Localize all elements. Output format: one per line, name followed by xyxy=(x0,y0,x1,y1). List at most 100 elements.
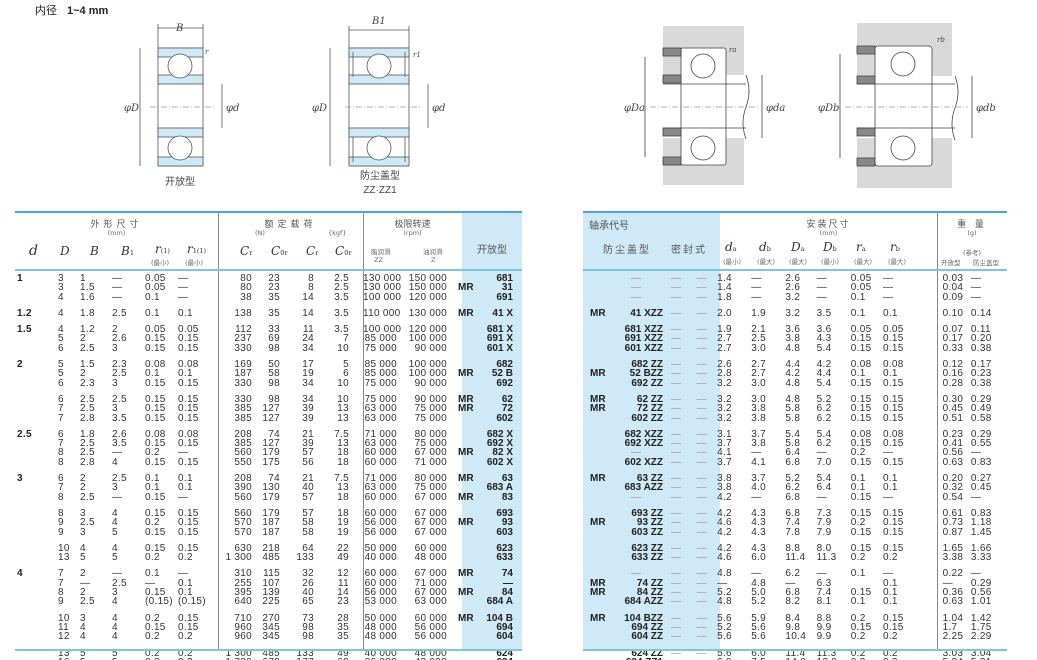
cell-B1: 5 xyxy=(112,657,145,660)
cell-db: 5.0 xyxy=(751,587,767,599)
cell-r1: 0.1 xyxy=(178,473,193,485)
cell-B1: 4 xyxy=(112,517,118,529)
cell-C0r-n: 58 xyxy=(268,368,280,380)
cell-db: 4.3 xyxy=(751,517,767,529)
cell-C0r-kgf: 2.5 xyxy=(334,282,349,294)
cell-Cr-n: 187 xyxy=(234,368,252,380)
cell-ra: 0.05 xyxy=(850,273,872,284)
cell-D: 7 xyxy=(58,438,64,450)
cell-D: 8 xyxy=(58,491,64,503)
cell-D: 9 xyxy=(58,596,64,608)
cell-da: 4.2 xyxy=(717,526,732,538)
label-d: φd xyxy=(226,103,239,114)
cell-Db: — xyxy=(816,291,827,303)
cell-seal-1: — xyxy=(671,491,682,503)
cell-seal-2: — xyxy=(696,447,707,459)
shield-designation: — xyxy=(583,283,663,293)
cell-r1: — xyxy=(178,273,189,284)
cell-da: 1.4 xyxy=(717,273,732,284)
designation-number: 602 ZZ xyxy=(631,412,664,424)
cell-D: 12 xyxy=(58,631,70,643)
cell-B: 2 xyxy=(80,333,86,345)
cell-seal-1: — xyxy=(671,333,682,345)
open-type-designation: 602 X xyxy=(455,457,515,467)
cell-db: 4.0 xyxy=(751,482,767,494)
open-type-header: 开放型 xyxy=(477,245,507,256)
cell-weight-open: 0.51 xyxy=(942,412,964,424)
designation-number: 683 AZZ xyxy=(624,482,664,494)
designation-number: 623 ZZ xyxy=(631,542,664,554)
cell-speed-grease: 63 000 xyxy=(364,412,397,424)
cell-Db: 6.2 xyxy=(816,403,832,415)
cell-db: 5.2 xyxy=(751,596,767,608)
cell-C0r-kgf: 5 xyxy=(343,359,349,371)
cell-speed-grease: 48 000 xyxy=(364,631,397,643)
designation-prefix: MR xyxy=(458,612,474,624)
bore-d xyxy=(15,493,50,502)
col-db: db xyxy=(759,240,771,254)
designation-number: 601 X xyxy=(486,342,513,354)
cell-weight-shield: 0.49 xyxy=(970,403,992,415)
cell-seal-2: — xyxy=(696,473,707,485)
speed-header: 极限转速 xyxy=(394,220,431,230)
cell-speed-grease: 130 000 xyxy=(363,273,402,284)
cell-ra: 0.15 xyxy=(850,542,872,554)
cell-Cr-n: 38 xyxy=(240,291,252,303)
bore-d xyxy=(15,597,50,606)
cell-Cr-n: 385 xyxy=(234,438,252,450)
cell-r1: 0.15 xyxy=(178,507,199,519)
cell-seal-1: — xyxy=(671,393,682,405)
cell-seal-1: — xyxy=(671,412,682,424)
cell-r: 0.1 xyxy=(145,482,160,494)
cell-Cr-kgf: 26 xyxy=(302,577,314,589)
cell-weight-open: 2.25 xyxy=(942,631,964,643)
cell-speed-grease: 53 000 xyxy=(364,596,397,608)
cell-Cr-n: 385 xyxy=(234,412,252,424)
cell-Da: 6.2 xyxy=(785,482,801,494)
cell-seal-2: — xyxy=(696,621,707,633)
cell-seal-1: — xyxy=(671,359,682,371)
cell-weight-shield: — xyxy=(970,491,982,503)
table-row: ———4.1—6.4—0.2—0.56— xyxy=(583,447,1007,459)
cell-weight-open: 0.54 xyxy=(942,491,964,503)
cell-ra: 0.15 xyxy=(850,491,872,503)
designation-number: 41 XZZ xyxy=(630,307,664,319)
cell-seal-2: — xyxy=(696,291,707,303)
cell-r1: 0.15 xyxy=(178,438,199,450)
col-Da: Da xyxy=(791,240,805,254)
cell-D: 7 xyxy=(58,412,64,424)
cell-speed-oil: 56 000 xyxy=(414,621,447,633)
cell-db: 4.8 xyxy=(751,577,767,589)
cell-C0r-kgf: 23 xyxy=(337,596,349,608)
cell-seal-1: — xyxy=(671,282,682,294)
cell-da: 2.7 xyxy=(717,333,732,345)
cell-B1: 3 xyxy=(112,377,118,389)
designation-number: 683 A xyxy=(486,482,513,494)
cell-B: 2.5 xyxy=(80,393,95,405)
cell-speed-grease: 75 000 xyxy=(364,342,397,354)
designation-number: 603 xyxy=(496,526,513,538)
grease-header: 脂润滑 xyxy=(371,248,391,256)
cell-speed-grease: 56 000 xyxy=(364,517,397,529)
cell-B: 4 xyxy=(80,542,86,554)
cell-Da: 5.8 xyxy=(785,403,801,415)
designation-number: 63 xyxy=(501,473,513,485)
cell-weight-open: 0.63 xyxy=(942,596,964,608)
cell-Cr-kgf: 40 xyxy=(302,587,314,599)
cell-weight-shield: 0.38 xyxy=(970,377,992,389)
designation-number: 63 ZZ xyxy=(636,473,664,485)
cell-D: 5 xyxy=(58,333,64,345)
cell-weight-shield: 1.66 xyxy=(970,542,992,554)
cell-seal-1: — xyxy=(671,517,682,529)
shield-designation: 683 AZZ xyxy=(583,482,664,494)
cell-Cr-n: 208 xyxy=(234,428,252,440)
cell-seal-1: — xyxy=(671,552,682,564)
cell-C0r-n: 485 xyxy=(262,647,280,659)
cell-B1: — xyxy=(112,291,123,303)
